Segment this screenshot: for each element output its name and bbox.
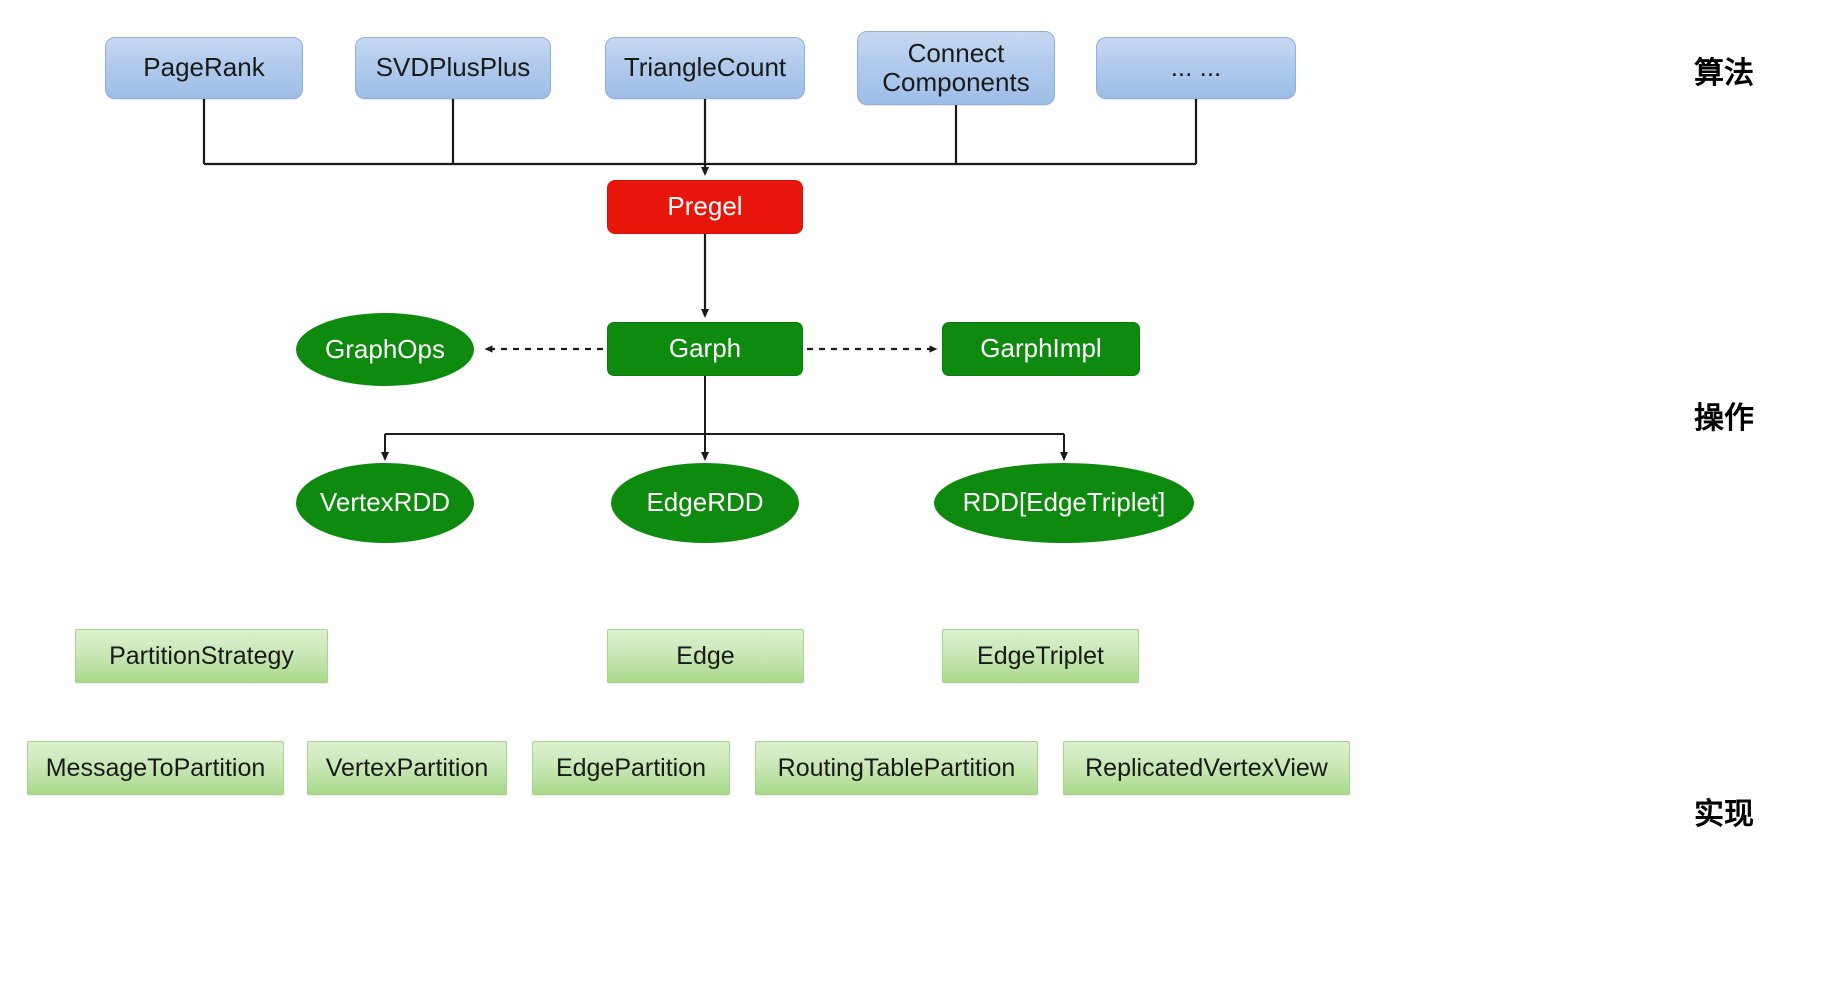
impl-node-messagetopartition[interactable]: MessageToPartition: [27, 741, 284, 795]
rdd-edgetriplet-node[interactable]: RDD[EdgeTriplet]: [934, 463, 1194, 543]
impl-node-edgetriplet[interactable]: EdgeTriplet: [942, 629, 1139, 683]
graph-fanout: [385, 376, 1064, 435]
algorithm-node-pagerank[interactable]: PageRank: [105, 37, 303, 99]
impl-node-replicatedvertexview[interactable]: ReplicatedVertexView: [1063, 741, 1350, 795]
algorithm-node-svdplusplus[interactable]: SVDPlusPlus: [355, 37, 551, 99]
algorithm-node-more[interactable]: ... ...: [1096, 37, 1296, 99]
algorithm-node-trianglecount[interactable]: TriangleCount: [605, 37, 805, 99]
pregel-node[interactable]: Pregel: [607, 180, 803, 234]
graph-node[interactable]: Garph: [607, 322, 803, 376]
layer-label-algorithm: 算法: [1694, 56, 1754, 91]
layer-label-implementation: 实现: [1694, 797, 1754, 832]
impl-node-edgepartition[interactable]: EdgePartition: [532, 741, 730, 795]
graphimpl-node[interactable]: GarphImpl: [942, 322, 1140, 376]
vertexrdd-node[interactable]: VertexRDD: [296, 463, 474, 543]
impl-node-edge[interactable]: Edge: [607, 629, 804, 683]
impl-node-vertexpartition[interactable]: VertexPartition: [307, 741, 507, 795]
layer-label-operation: 操作: [1694, 401, 1754, 436]
algorithm-node-connectcomponents[interactable]: Connect Components: [857, 31, 1055, 105]
impl-node-routingtablepartition[interactable]: RoutingTablePartition: [755, 741, 1038, 795]
algorithm-bus: [202, 99, 1198, 166]
graphops-node[interactable]: GraphOps: [296, 313, 474, 386]
impl-node-partitionstrategy[interactable]: PartitionStrategy: [75, 629, 328, 683]
edgerdd-node[interactable]: EdgeRDD: [611, 463, 799, 543]
